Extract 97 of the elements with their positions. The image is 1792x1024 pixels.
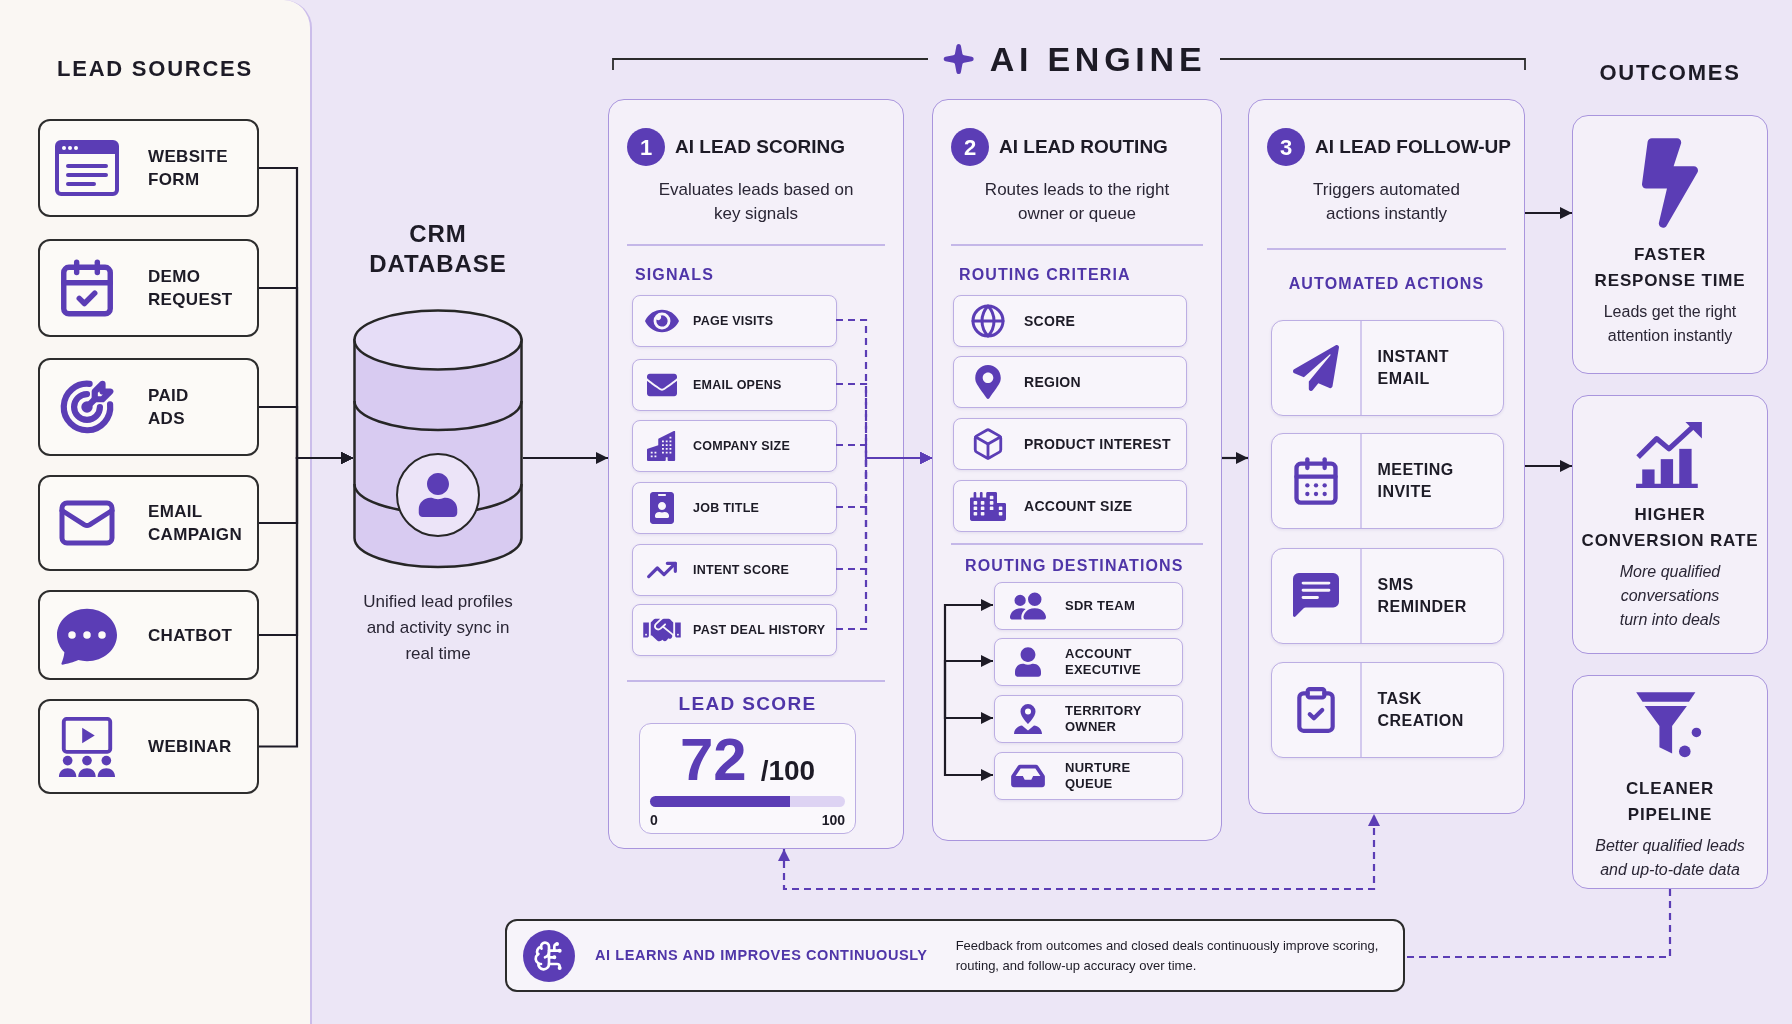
panel-heading: LEAD SOURCES [57, 55, 253, 83]
signal-chip [632, 359, 837, 411]
banner-title: AI LEARNS AND IMPROVES CONTINUOUSLY [595, 945, 928, 965]
step-number-badge: 2 [951, 128, 989, 166]
section-heading: ROUTING CRITERIA [959, 265, 1131, 285]
item-label: ACCOUNT EXECUTIVE [1065, 646, 1143, 678]
action-label: SMS REMINDER [1377, 575, 1468, 617]
item-label: JOB TITLE [693, 499, 760, 517]
section-heading: SIGNALS [635, 265, 714, 285]
action-card [1271, 433, 1504, 529]
criteria-chip [953, 480, 1187, 532]
section-heading: ROUTING DESTINATIONS [965, 556, 1184, 576]
item-label: EMAIL OPENS [693, 376, 782, 394]
section-heading: AUTOMATED ACTIONS [1288, 274, 1485, 294]
action-label: INSTANT EMAIL [1377, 347, 1450, 389]
database-title: CRM DATABASE [368, 219, 508, 279]
source-card [38, 590, 259, 680]
arrow [1222, 452, 1248, 464]
criteria-chip [953, 356, 1187, 408]
score-value: 72 [679, 726, 747, 794]
stage-panel [608, 99, 904, 849]
item-label: PAGE VISITS [693, 312, 774, 330]
outcome-title: HIGHER CONVERSION RATE [1580, 504, 1760, 552]
panel-description: Triggers automated actions instantly [1312, 179, 1461, 225]
action-card [1271, 548, 1504, 644]
destination-chip [994, 752, 1183, 800]
scale-label: 0 [650, 811, 658, 830]
outcome-title: CLEANER PIPELINE [1624, 778, 1716, 826]
score-total: /100 [760, 754, 816, 788]
panel-description: Routes leads to the right owner or queue [983, 179, 1171, 225]
arrow [1525, 460, 1572, 472]
criteria-chip [953, 295, 1187, 347]
action-card [1271, 320, 1504, 416]
outcome-description: Better qualified leads and up-to-date data [1594, 836, 1746, 880]
signal-chip [632, 295, 837, 347]
scale-label: 100 [821, 811, 845, 830]
action-label: TASK CREATION [1377, 689, 1465, 731]
signal-chip [632, 482, 837, 534]
action-card [1271, 662, 1504, 758]
section-title: AI ENGINE [989, 39, 1207, 80]
source-label: DEMO REQUEST [148, 266, 234, 311]
item-label: REGION [1024, 372, 1081, 392]
sources-panel [0, 0, 312, 1024]
source-label: EMAIL CAMPAIGN [148, 501, 243, 546]
section-heading: LEAD SCORE [678, 692, 817, 716]
source-label: WEBINAR [148, 736, 232, 758]
source-label: PAID ADS [148, 385, 190, 430]
panel-description: Evaluates leads based on key signals [657, 179, 855, 225]
arrow [1525, 207, 1572, 219]
panel-heading: AI LEAD ROUTING [999, 135, 1168, 159]
stage-panel [932, 99, 1222, 841]
step-number-badge: 1 [627, 128, 665, 166]
item-label: COMPANY SIZE [693, 437, 790, 455]
banner-text: Feedback from outcomes and closed deals continuously improve scoring, routing, and follow-up accuracy over time. [955, 936, 1380, 975]
outcome-description: More qualified conversations turn into deals [1618, 562, 1722, 630]
item-label: SCORE [1024, 311, 1076, 331]
item-label: NURTURE QUEUE [1065, 760, 1132, 792]
signal-chip [632, 604, 837, 656]
item-label: ACCOUNT SIZE [1024, 496, 1133, 516]
node-caption: Unified lead profiles and activity sync in real time [362, 591, 514, 665]
item-label: SDR TEAM [1065, 598, 1135, 614]
source-card [38, 699, 259, 794]
item-label: PRODUCT INTEREST [1024, 434, 1171, 454]
arrow [259, 452, 353, 748]
action-label: MEETING INVITE [1377, 460, 1455, 502]
panel-heading: AI LEAD FOLLOW-UP [1315, 135, 1511, 159]
outcome-card [1572, 395, 1768, 654]
criteria-chip [953, 418, 1187, 470]
panel-heading: AI LEAD SCORING [675, 135, 845, 159]
item-label: TERRITORY OWNER [1065, 703, 1143, 735]
outcome-card [1572, 115, 1768, 374]
outcome-description: Leads get the right attention instantly [1602, 302, 1738, 346]
source-card [38, 239, 259, 337]
source-card [38, 358, 259, 456]
feedback-banner [505, 919, 1405, 992]
column-title: OUTCOMES [1599, 59, 1741, 87]
outcome-title: FASTER RESPONSE TIME [1593, 244, 1747, 292]
destination-chip [994, 695, 1183, 743]
destination-chip [994, 638, 1183, 686]
stage-panel [1248, 99, 1525, 814]
source-card [38, 475, 259, 571]
item-label: PAST DEAL HISTORY [693, 621, 826, 639]
dashed-arrow [836, 452, 932, 631]
signal-chip [632, 420, 837, 472]
arrow [943, 690, 993, 781]
source-card [38, 119, 259, 217]
destination-chip [994, 582, 1183, 630]
signal-chip [632, 544, 837, 596]
item-label: INTENT SCORE [693, 561, 790, 579]
dashed-arrow [778, 814, 1380, 891]
outcome-card [1572, 675, 1768, 889]
step-number-badge: 3 [1267, 128, 1305, 166]
arrow [943, 655, 993, 690]
dashed-connector [1405, 889, 1672, 959]
source-label: WEBSITE FORM [148, 146, 229, 191]
arrow [523, 452, 608, 464]
source-label: CHATBOT [148, 624, 233, 647]
